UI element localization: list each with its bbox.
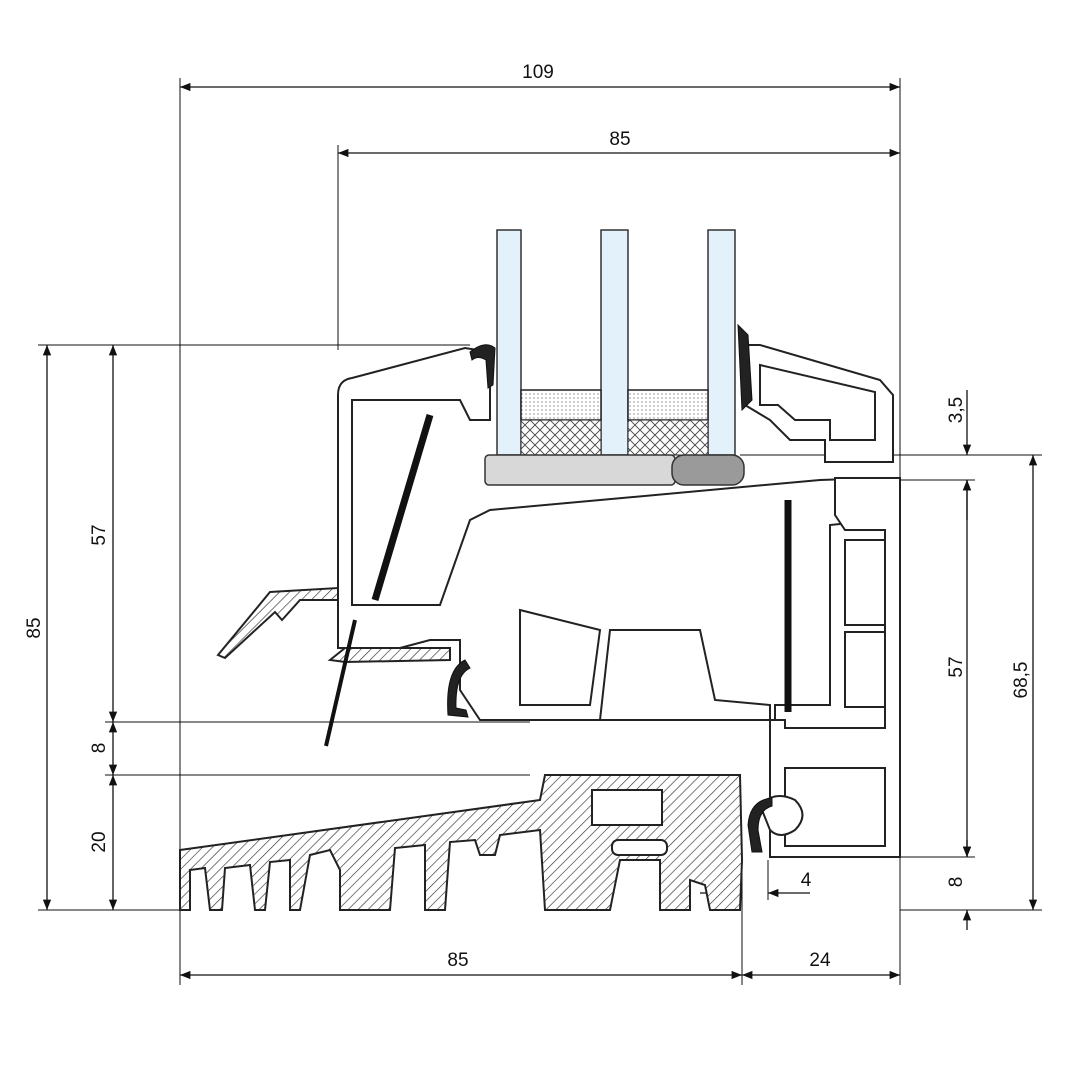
glazing-block [484,454,676,486]
spacer-outer [520,389,602,421]
sash-gasket-outer [469,344,496,389]
sealant-inner [627,419,709,456]
weather-bar [216,414,451,747]
dim-overall-height: 85 [24,617,45,638]
dimension-labels: 109 85 85 57 8 20 85 24 57 68,5 3,5 8 4 [24,62,1032,971]
sealant-outer [520,419,602,456]
drip-strip [324,619,357,747]
frame-gasket [747,797,773,853]
dim-right-bottom: 8 [946,877,967,888]
outer-gasket-strip [371,414,434,601]
sash-gasket-inner [737,323,753,412]
drainage-gasket [447,659,471,718]
dim-bottom-frame: 85 [447,950,468,971]
dim-offset: 4 [801,870,812,891]
sash-profile [337,323,894,721]
glass-pane-inner [707,229,736,456]
dim-right-gap: 3,5 [946,397,967,423]
dim-right-total: 68,5 [1011,662,1032,699]
dim-sash-width: 85 [609,129,630,150]
glazing-block-end [671,454,745,486]
dim-left-upper: 57 [89,524,110,545]
triple-glazing [484,229,745,486]
dim-bottom-right: 24 [809,950,831,971]
spacer-inner [627,389,709,421]
dim-right-sash: 57 [946,656,967,677]
glass-pane-middle [600,229,629,456]
dim-left-middle: 8 [89,743,110,754]
glass-pane-outer [496,229,522,456]
dim-left-lower: 20 [89,831,110,852]
dim-overall-width: 109 [522,62,554,83]
frame-profile [747,477,901,858]
dimension-lines [42,82,1038,980]
threshold-sill [179,774,744,911]
